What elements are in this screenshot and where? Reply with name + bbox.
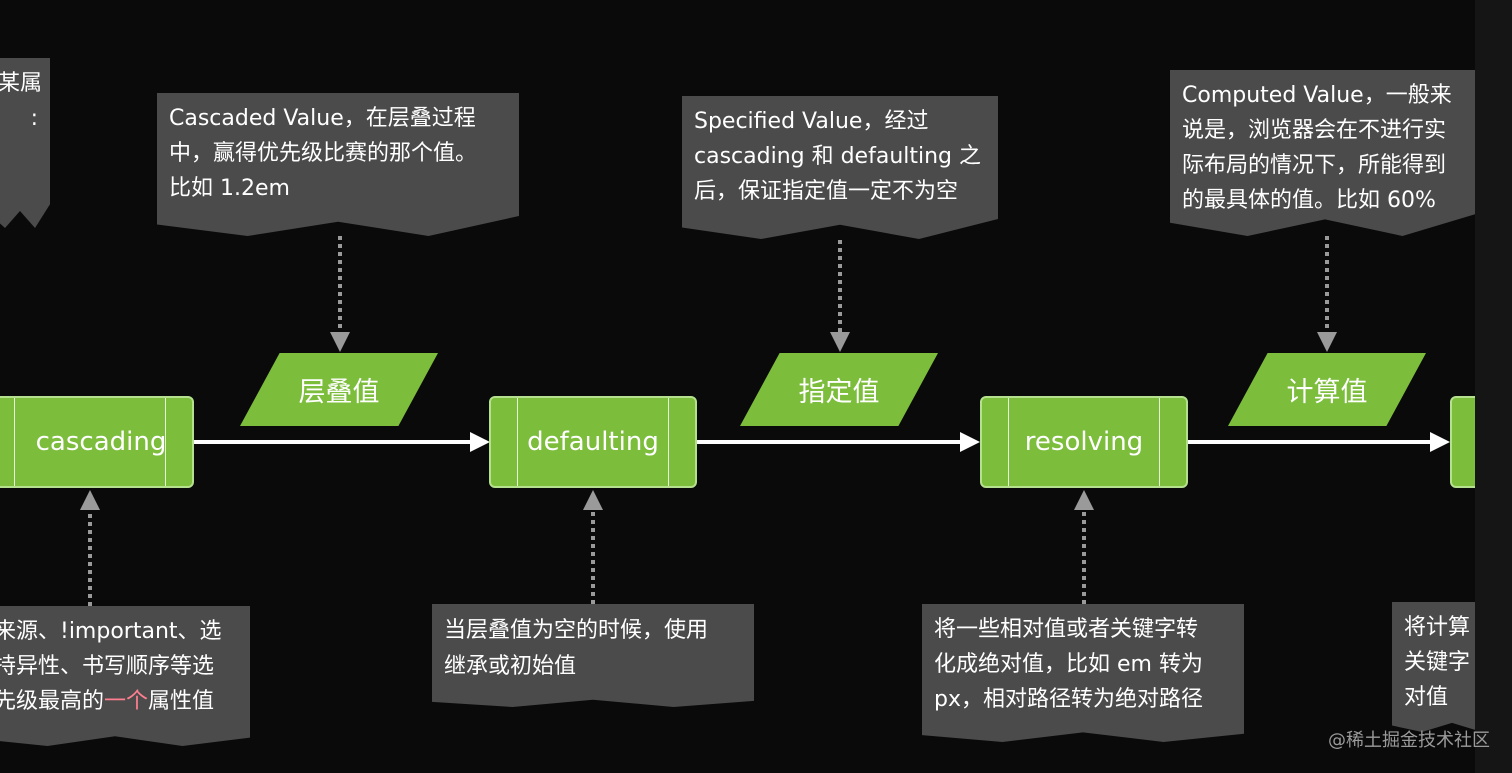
note-line: 先级最高的一个属性值 [0, 684, 238, 719]
note-line: 将一些相对值或者关键字转 [934, 617, 1199, 642]
cascading-process: cascading [0, 396, 194, 488]
right-edge-strip [1475, 0, 1512, 773]
cascaded-value-note: Cascaded Value，在层叠过程 中，赢得优先级比赛的那个值。 比如 1… [157, 93, 519, 236]
note-line: 中，赢得优先级比赛的那个值。 [169, 141, 478, 166]
note-line: 某属 [0, 71, 43, 96]
note-line: 际布局的情况下，所能得到 [1182, 153, 1447, 178]
cascading-note: 来源、!important、选 持异性、书写顺序等选 先级最高的一个属性值 [0, 606, 250, 746]
note-line: 后，保证指定值一定不为空 [694, 179, 959, 204]
note-line: cascading 和 defaulting 之 [694, 144, 982, 169]
note-line: 持异性、书写顺序等选 [0, 654, 215, 679]
watermark: @稀土掘金技术社区 [1328, 730, 1490, 751]
note-line: : [30, 106, 38, 131]
process-label: defaulting [527, 427, 659, 457]
note-line: Computed Value，一般来 [1182, 83, 1452, 108]
note-line: Cascaded Value，在层叠过程 [169, 106, 476, 131]
resolving-process: resolving [980, 396, 1188, 488]
partial-top-note: 某属 : [0, 58, 50, 228]
note-line: 当层叠值为空的时候，使用 [444, 618, 709, 643]
note-line: 比如 1.2em [169, 176, 290, 201]
note-line: 对值 [1404, 685, 1449, 710]
note-text: 先级最高的 [0, 689, 105, 714]
value-label-text: 层叠值 [298, 377, 380, 408]
note-text: 属性值 [148, 689, 215, 714]
specified-value-note: Specified Value，经过 cascading 和 defaultin… [682, 96, 998, 239]
defaulting-process: defaulting [489, 396, 697, 488]
note-line: 的最具体的值。比如 60% [1182, 188, 1436, 213]
value-label-text: 计算值 [1286, 377, 1368, 408]
next-process [1450, 396, 1475, 488]
resolving-note: 将一些相对值或者关键字转 化成绝对值，比如 em 转为 px，相对路径转为绝对路… [922, 604, 1244, 742]
note-line: 化成绝对值，比如 em 转为 [934, 652, 1203, 677]
note-line: 将计算 [1404, 615, 1471, 640]
value-label-text: 指定值 [798, 377, 880, 408]
note-line: Specified Value，经过 [694, 109, 929, 134]
note-line: 来源、!important、选 [0, 619, 222, 644]
note-line: 说是，浏览器会在不进行实 [1182, 118, 1447, 143]
defaulting-note: 当层叠值为空的时候，使用 继承或初始值 [432, 604, 754, 707]
note-line: 继承或初始值 [444, 654, 577, 679]
process-label: resolving [1024, 427, 1144, 457]
process-label: cascading [35, 427, 167, 457]
connector-layer [80, 236, 1450, 606]
computed-value-note: Computed Value，一般来 说是，浏览器会在不进行实 际布局的情况下，… [1170, 70, 1475, 236]
partial-bottom-note: 将计算 关键字 对值 [1392, 602, 1475, 732]
note-line: 关键字 [1404, 650, 1471, 675]
highlighted-text: 一个 [104, 689, 149, 714]
note-line: px，相对路径转为绝对路径 [934, 687, 1203, 712]
diagram-canvas: 某属 : Cascaded Value，在层叠过程 中，赢得优先级比赛的那个值。… [0, 58, 1475, 746]
